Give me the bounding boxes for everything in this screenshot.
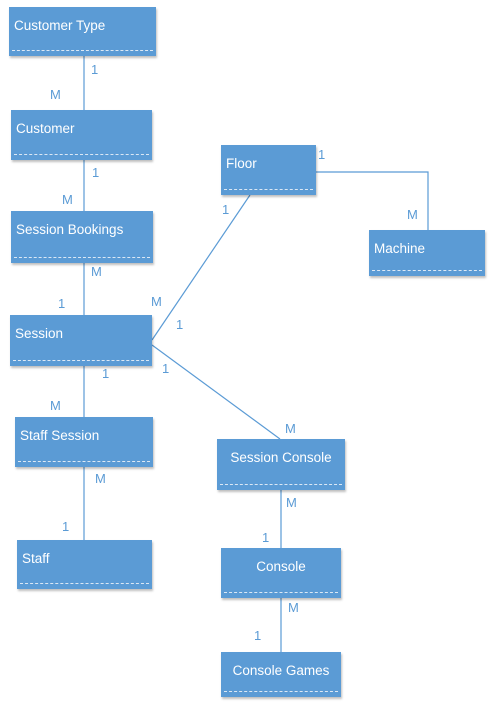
entity-divider [224, 691, 338, 692]
entity-customer-label: Customer [16, 121, 75, 136]
card-staffsession-staff-from: M [95, 471, 106, 486]
link-session-sessionconsole [151, 344, 281, 440]
entity-console-games-label: Console Games [232, 663, 330, 678]
card-sessionconsole-console-to: 1 [262, 530, 270, 545]
card-console-consolegames-to: 1 [254, 628, 262, 643]
entity-console-games: Console Games [221, 652, 341, 697]
entity-customer-type: Customer Type [9, 7, 156, 56]
entity-divider [224, 592, 338, 593]
card-session-sessionconsole-from: 1 [176, 317, 184, 332]
card-floor-machine-from: 1 [318, 147, 326, 162]
card-floor-session-to: M [151, 294, 162, 309]
entity-divider [12, 50, 153, 51]
entity-floor: Floor [221, 145, 316, 195]
card-customer-sessionbookings-to: M [62, 192, 73, 207]
entity-staff-session-label: Staff Session [20, 428, 100, 443]
entity-console: Console [221, 548, 341, 598]
card-sessionbookings-session-from: M [91, 264, 102, 279]
card-customer-sessionbookings-from: 1 [92, 165, 100, 180]
entity-customer: Customer [11, 110, 152, 160]
card-sessionconsole-console-from: M [286, 495, 297, 510]
card-customertype-customer-to: M [50, 87, 61, 102]
entity-session: Session [10, 315, 152, 366]
card-floor-machine-to: M [407, 207, 418, 222]
card-sessionbookings-session-to: 1 [58, 296, 66, 311]
entity-divider [14, 154, 149, 155]
entity-session-bookings: Session Bookings [11, 211, 153, 263]
entity-divider [224, 189, 313, 190]
entity-divider [14, 257, 150, 258]
card-floor-session-from: 1 [222, 202, 230, 217]
link-floor-machine [316, 171, 429, 230]
card-session-staffsession-from: 1 [102, 366, 110, 381]
entity-divider [372, 270, 482, 271]
link-floor-session [151, 194, 251, 341]
card-staffsession-staff-to: 1 [62, 519, 70, 534]
entity-session-bookings-label: Session Bookings [16, 222, 124, 237]
entity-divider [13, 360, 149, 361]
entity-staff: Staff [17, 540, 152, 589]
entity-staff-label: Staff [22, 551, 50, 566]
card-session-staffsession-to: M [50, 398, 61, 413]
entity-floor-label: Floor [226, 156, 257, 171]
entity-session-label: Session [15, 326, 64, 341]
entity-divider [220, 484, 342, 485]
card-session-sessionconsole-to: M [285, 421, 296, 436]
entity-divider [20, 583, 149, 584]
entity-console-label: Console [256, 559, 306, 574]
entity-machine: Machine [369, 230, 485, 276]
card-customertype-customer-from: 1 [91, 62, 99, 77]
entity-session-console: Session Console [217, 439, 345, 490]
entity-divider [18, 461, 150, 462]
card-session-sessionconsole-1b: 1 [162, 361, 170, 376]
entity-session-console-label: Session Console [230, 450, 332, 465]
entity-staff-session: Staff Session [15, 417, 153, 467]
card-console-consolegames-from: M [288, 600, 299, 615]
entity-machine-label: Machine [374, 241, 426, 256]
entity-customer-type-label: Customer Type [14, 18, 106, 33]
